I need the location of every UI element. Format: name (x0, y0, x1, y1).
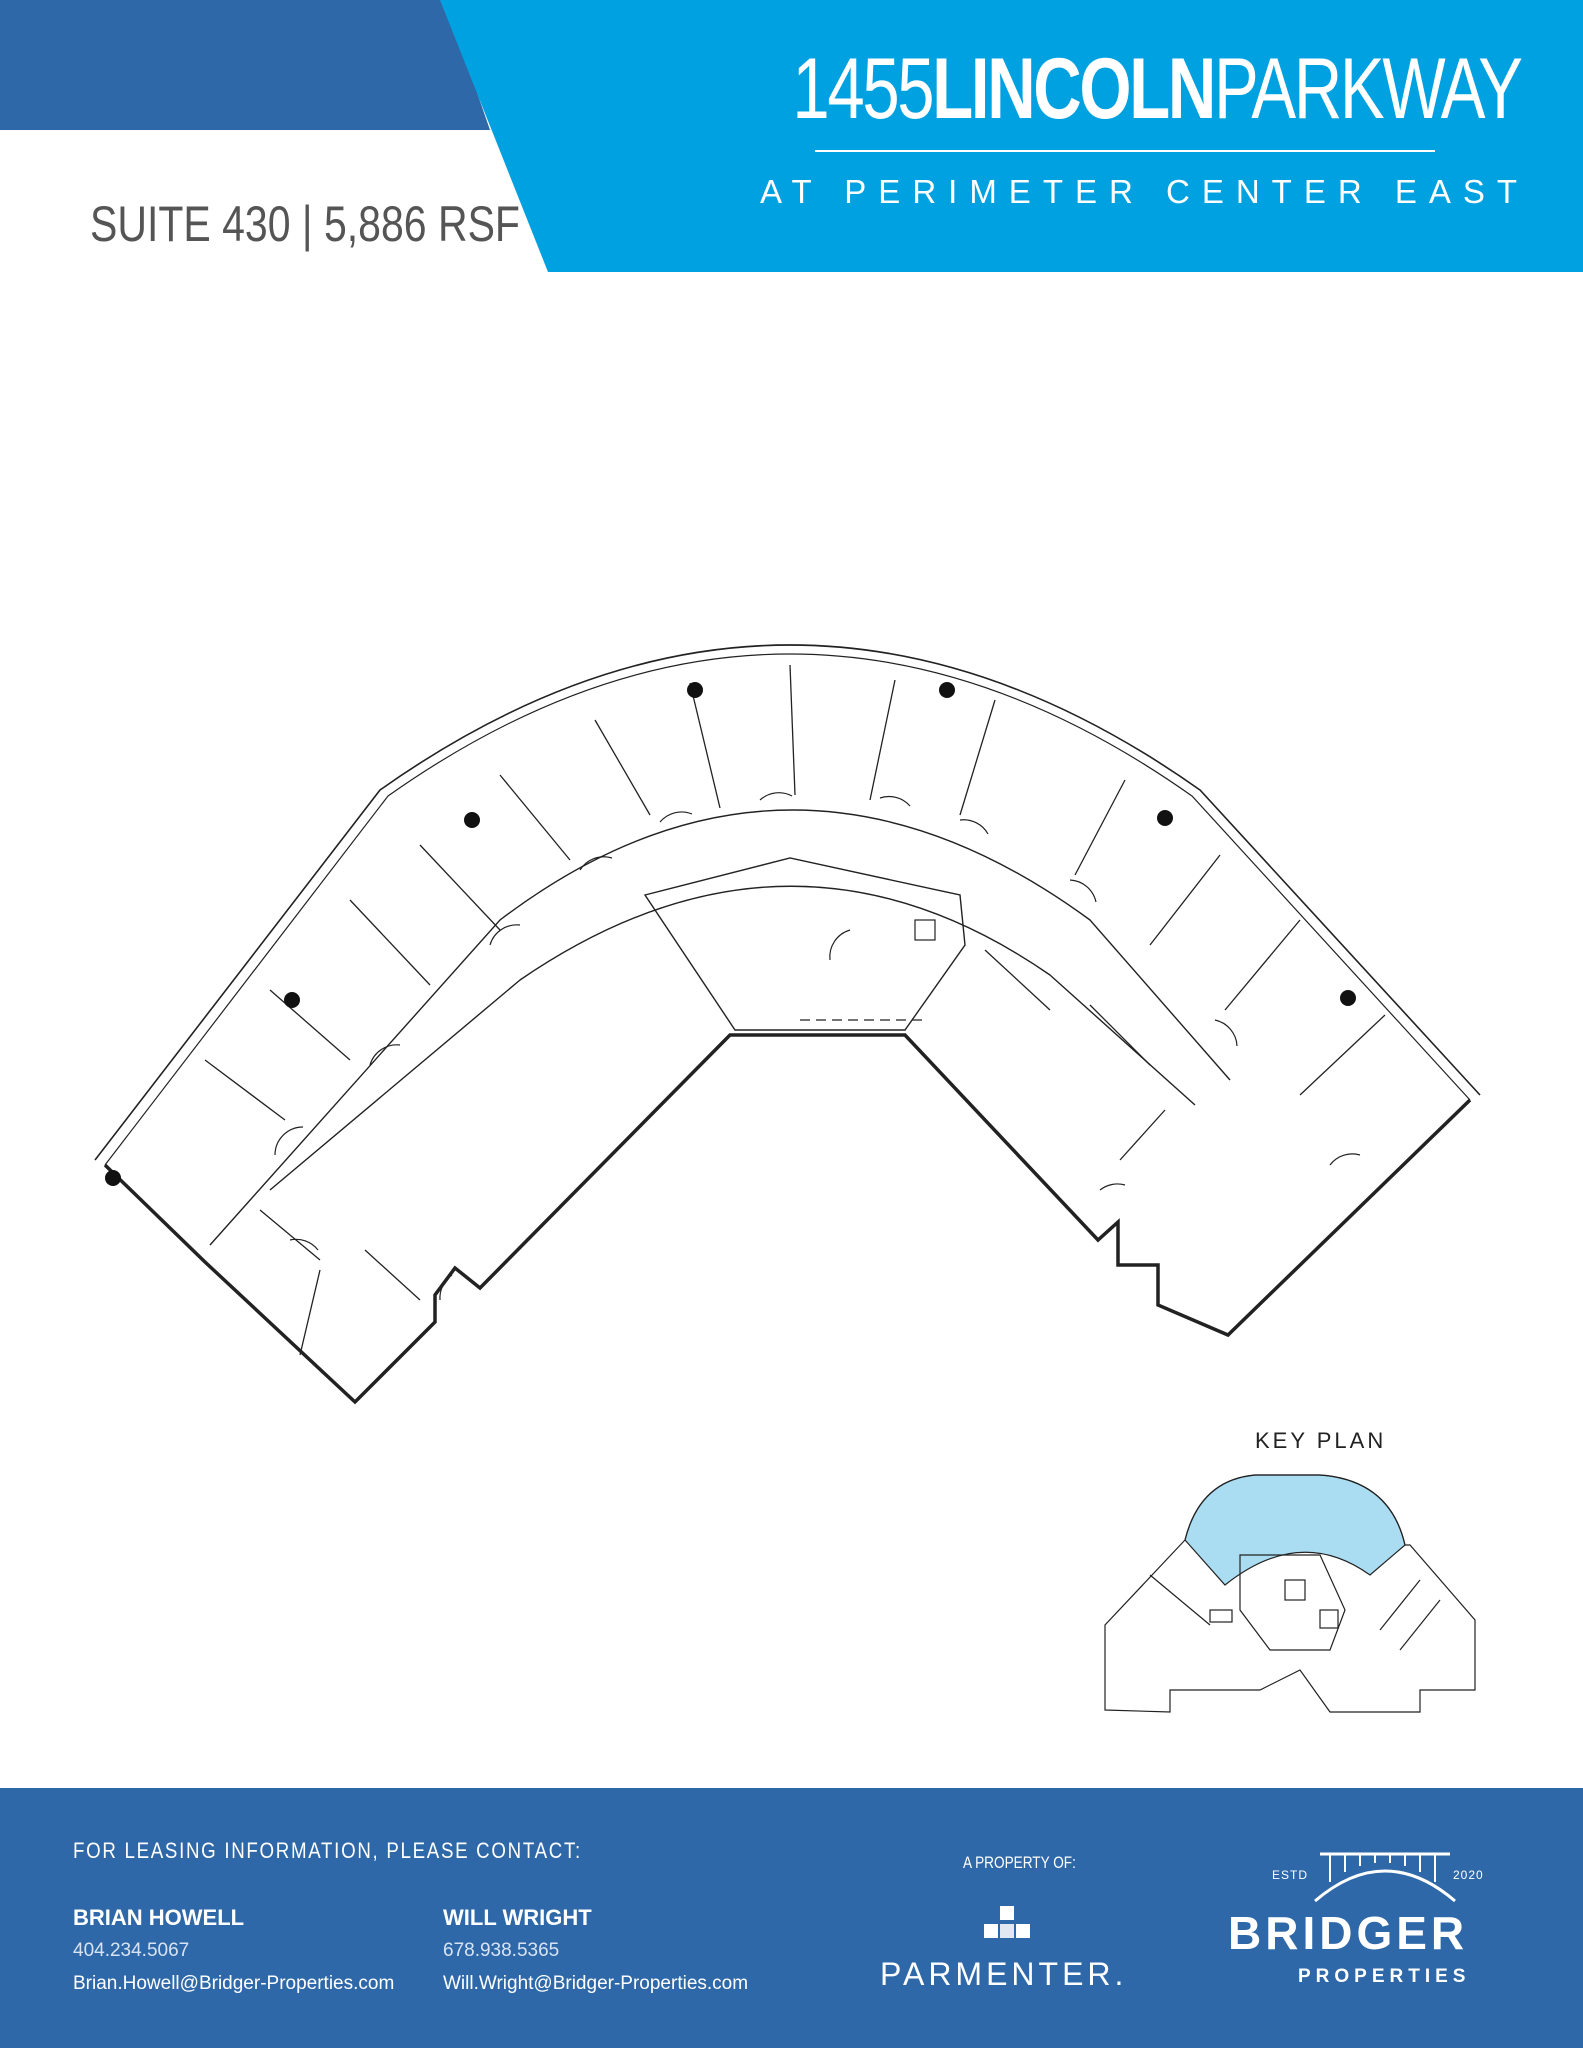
building-title: 1455LINCOLNPARKWAY (792, 40, 1523, 139)
header-band (0, 0, 1583, 272)
contact-email-1[interactable]: Brian.Howell@Bridger-Properties.com (73, 1973, 395, 1994)
key-plan-drawing (1104, 1474, 1476, 1713)
door-swings (274, 792, 1361, 1301)
suite-demising-wall (103, 1033, 1472, 1405)
parmenter-name: PARMENTER. (880, 1956, 1128, 1992)
outer-window-wall-inner (104, 653, 1471, 1166)
header-light-blue-band (440, 0, 1583, 272)
building-subtitle: AT PERIMETER CENTER EAST (760, 173, 1530, 210)
key-plan-label: KEY PLAN (1255, 1428, 1387, 1453)
core-area (643, 857, 966, 1031)
contact-heading: FOR LEASING INFORMATION, PLEASE CONTACT: (73, 1838, 582, 1863)
sink-fixture (914, 919, 936, 941)
floor-plan-drawing (94, 644, 1481, 1405)
property-of-label: A PROPERTY OF: (963, 1853, 1076, 1872)
title-number: 1455 (792, 41, 934, 137)
contact-email-2[interactable]: Will.Wright@Bridger-Properties.com (443, 1973, 749, 1994)
parmenter-logo-icon (984, 1906, 1030, 1938)
contact-name-2: WILL WRIGHT (443, 1905, 592, 1930)
key-plan-core (1239, 1554, 1346, 1651)
contact-name-1: BRIAN HOWELL (73, 1905, 245, 1930)
suite-info: SUITE 430 | 5,886 RSF (90, 196, 520, 252)
bridger-bridge-icon (1314, 1852, 1456, 1903)
title-divider (815, 150, 1435, 152)
key-plan-outline (1104, 1474, 1476, 1713)
footer: FOR LEASING INFORMATION, PLEASE CONTACT:… (0, 1788, 1583, 2048)
corridor-wall-inner (209, 809, 1231, 1246)
bridger-name: BRIDGER (1228, 1907, 1469, 1959)
bridger-estd: ESTD (1272, 1868, 1309, 1882)
office-partitions (204, 664, 1386, 1356)
contact-phone-2[interactable]: 678.938.5365 (443, 1940, 560, 1961)
structural-columns (105, 682, 1356, 1186)
bridger-subtitle: PROPERTIES (1298, 1966, 1471, 1987)
title-rest: PARKWAY (1213, 41, 1523, 137)
title-bold: LINCOLN (932, 41, 1216, 137)
corridor-wall-outer (269, 885, 1196, 1191)
header-dark-blue-band (0, 0, 490, 130)
outer-window-wall (94, 644, 1481, 1161)
contact-phone-1[interactable]: 404.234.5067 (73, 1940, 190, 1961)
bridger-year: 2020 (1453, 1868, 1484, 1882)
